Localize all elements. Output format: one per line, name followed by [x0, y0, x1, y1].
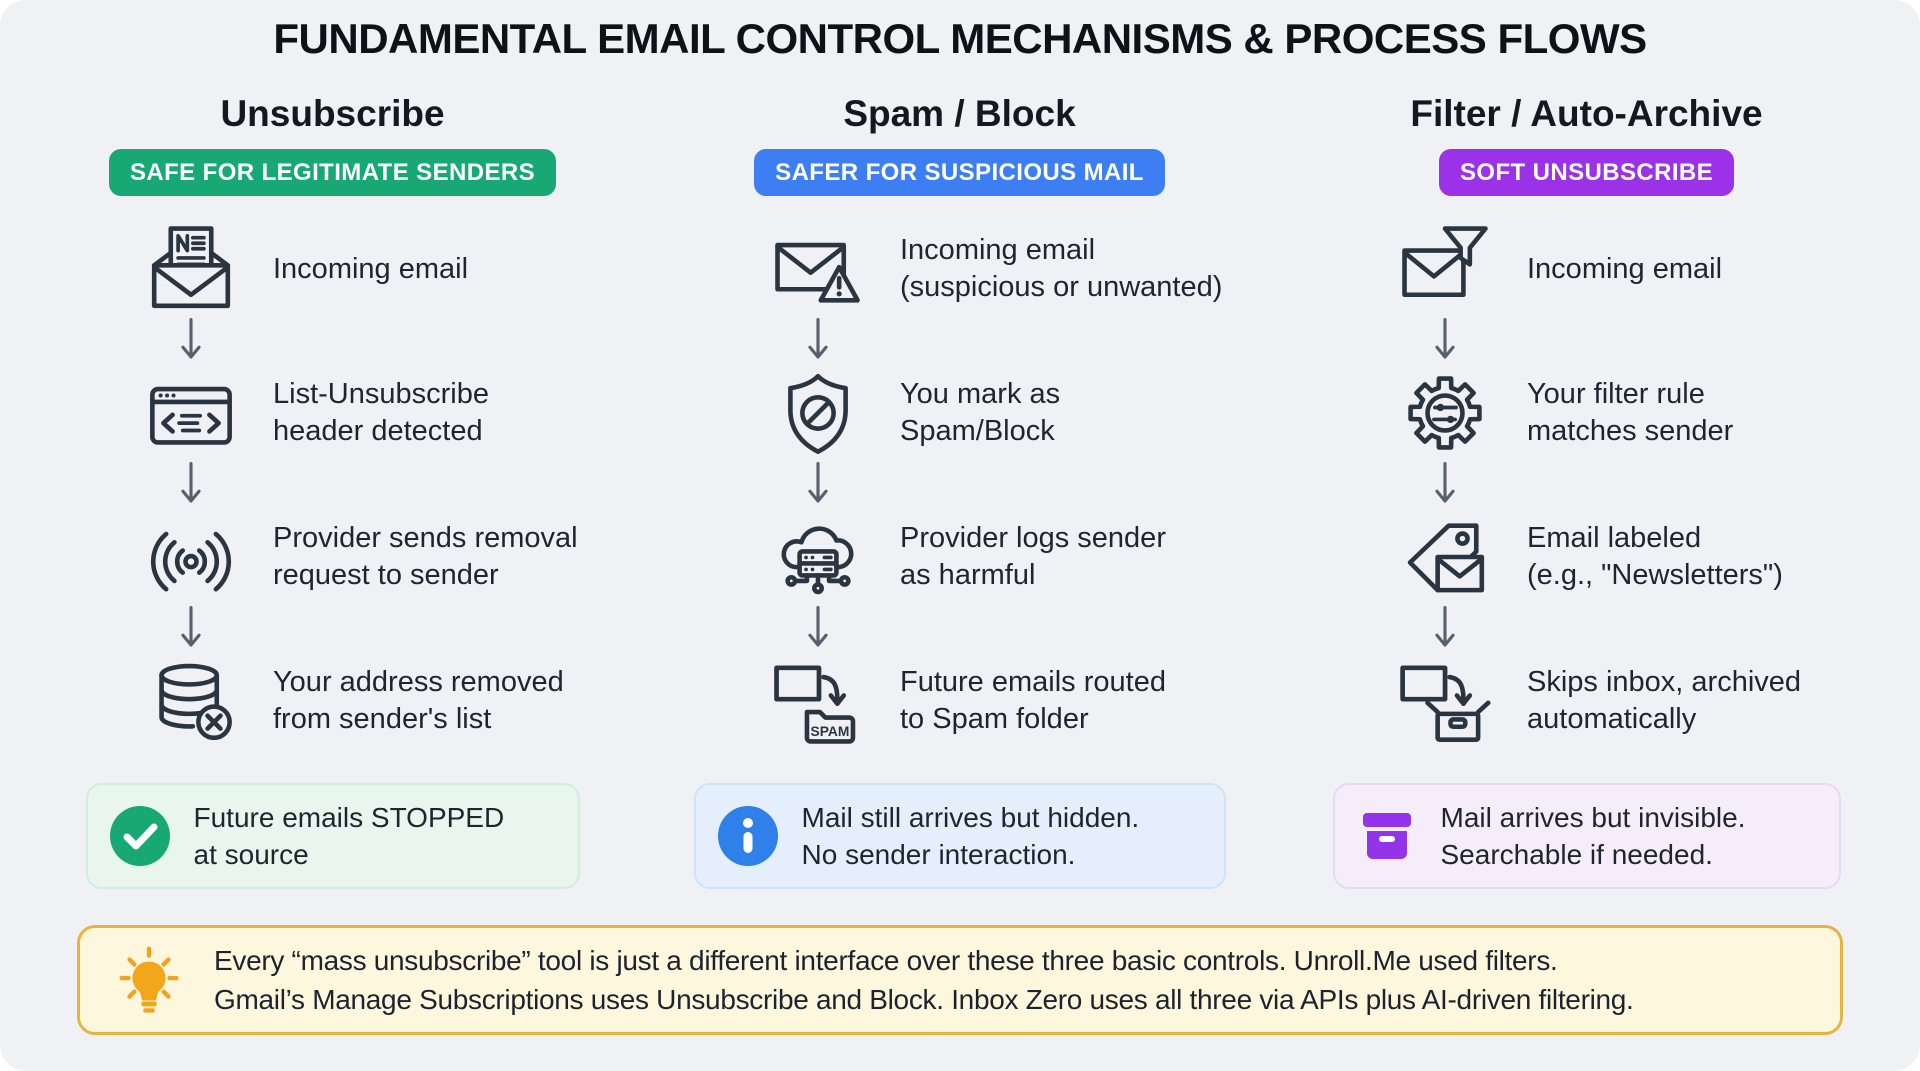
- flow-step: Email labeled (e.g., "Newsletters"): [1399, 511, 1783, 603]
- flow-step: Incoming email: [145, 223, 468, 315]
- step-label: Provider logs sender as harmful: [900, 522, 1166, 591]
- result-label: Mail arrives but invisible. Searchable i…: [1440, 802, 1746, 870]
- down-arrow-icon: [806, 459, 830, 511]
- lightbulb-icon: [119, 946, 179, 1013]
- flow-step: Incoming email: [1399, 223, 1722, 315]
- step-label: Skips inbox, archived automatically: [1527, 666, 1802, 735]
- step-label: Future emails routed to Spam folder: [900, 666, 1166, 735]
- note-line-2: Gmail’s Manage Subscriptions uses Unsubs…: [214, 984, 1634, 1015]
- database-remove-icon: [159, 663, 232, 741]
- note-text: Every “mass unsubscribe” tool is just a …: [214, 941, 1634, 1019]
- down-arrow-icon: [1433, 603, 1457, 655]
- label-tag-icon: [1407, 523, 1485, 593]
- check-circle-icon: [109, 806, 170, 866]
- filter-gear-icon: [1408, 376, 1482, 450]
- step-label: Email labeled (e.g., "Newsletters"): [1527, 522, 1783, 591]
- status-badge: SOFT UNSUBSCRIBE: [1438, 149, 1735, 196]
- step-label: List-Unsubscribe header detected: [273, 378, 489, 447]
- down-arrow-icon: [806, 603, 830, 655]
- column-filter-archive: Filter / Auto-Archive SOFT UNSUBSCRIBE I…: [1273, 92, 1900, 889]
- column-heading: Unsubscribe: [220, 93, 445, 134]
- down-arrow-icon: [806, 315, 830, 367]
- step-label: Provider sends removal request to sender: [273, 522, 578, 591]
- note-line-1: Every “mass unsubscribe” tool is just a …: [214, 945, 1558, 976]
- columns-grid: Unsubscribe SAFE FOR LEGITIMATE SENDERS …: [19, 92, 1901, 889]
- result-label: Mail still arrives but hidden. No sender…: [801, 802, 1140, 870]
- flow-step: SPAM Future emails routed to Spam folder: [772, 655, 1166, 747]
- flow-step: Your filter rule matches sender: [1399, 367, 1733, 459]
- flow-step: You mark as Spam/Block: [772, 367, 1060, 459]
- step-label: Incoming email: [1527, 252, 1723, 285]
- column-heading: Spam / Block: [843, 93, 1076, 134]
- funnel-email-icon: [1402, 226, 1488, 298]
- step-label: Your filter rule matches sender: [1527, 378, 1734, 447]
- list-unsubscribe-header-icon: [150, 386, 232, 445]
- status-badge: SAFER FOR SUSPICIOUS MAIL: [754, 149, 1165, 196]
- broadcast-icon: [150, 531, 232, 592]
- info-circle-icon: [717, 806, 778, 866]
- step-label: Incoming email (suspicious or unwanted): [900, 234, 1223, 303]
- archive-box-icon: [1362, 813, 1411, 859]
- spam-folder-label: SPAM: [811, 724, 850, 739]
- down-arrow-icon: [179, 315, 203, 367]
- step-label: Incoming email: [273, 252, 469, 285]
- note-box: Every “mass unsubscribe” tool is just a …: [77, 925, 1843, 1035]
- step-label: Your address removed from sender's list: [273, 666, 564, 735]
- result-box-filter: Mail arrives but invisible. Searchable i…: [1332, 783, 1841, 889]
- down-arrow-icon: [179, 603, 203, 655]
- newsletter-email-icon: [151, 226, 231, 309]
- column-spam-block: Spam / Block SAFER FOR SUSPICIOUS MAIL I…: [646, 92, 1273, 889]
- down-arrow-icon: [1433, 315, 1457, 367]
- result-box-unsubscribe: Future emails STOPPED at source: [85, 783, 580, 889]
- alert-email-icon: [775, 242, 860, 303]
- flow-steps: Incoming email (suspicious or unwanted) …: [646, 223, 1273, 783]
- flow-step: List-Unsubscribe header detected: [145, 367, 489, 459]
- flow-steps: Incoming email List-Unsubscribe header d…: [19, 223, 646, 783]
- down-arrow-icon: [179, 459, 203, 511]
- status-badge: SAFE FOR LEGITIMATE SENDERS: [108, 149, 557, 196]
- column-unsubscribe: Unsubscribe SAFE FOR LEGITIMATE SENDERS …: [19, 92, 646, 889]
- down-arrow-icon: [1433, 459, 1457, 511]
- column-heading: Filter / Auto-Archive: [1410, 93, 1763, 134]
- result-label: Future emails STOPPED at source: [193, 802, 505, 870]
- page-title: FUNDAMENTAL EMAIL CONTROL MECHANISMS & P…: [273, 15, 1647, 62]
- flow-step: Skips inbox, archived automatically: [1399, 655, 1801, 747]
- shield-block-icon: [788, 373, 848, 454]
- flow-step: Provider sends removal request to sender: [145, 511, 578, 603]
- step-label: You mark as Spam/Block: [900, 378, 1061, 447]
- flow-step: Incoming email (suspicious or unwanted): [772, 223, 1222, 315]
- flow-step: Your address removed from sender's list: [145, 655, 564, 747]
- flow-steps: Incoming email Your filter rule matches …: [1273, 223, 1900, 783]
- cloud-server-icon: [781, 526, 854, 595]
- archive-email-icon: [1400, 665, 1491, 742]
- flow-step: Provider logs sender as harmful: [772, 511, 1166, 603]
- result-box-spam: Mail still arrives but hidden. No sender…: [693, 783, 1226, 889]
- spam-folder-icon: SPAM: [774, 665, 856, 744]
